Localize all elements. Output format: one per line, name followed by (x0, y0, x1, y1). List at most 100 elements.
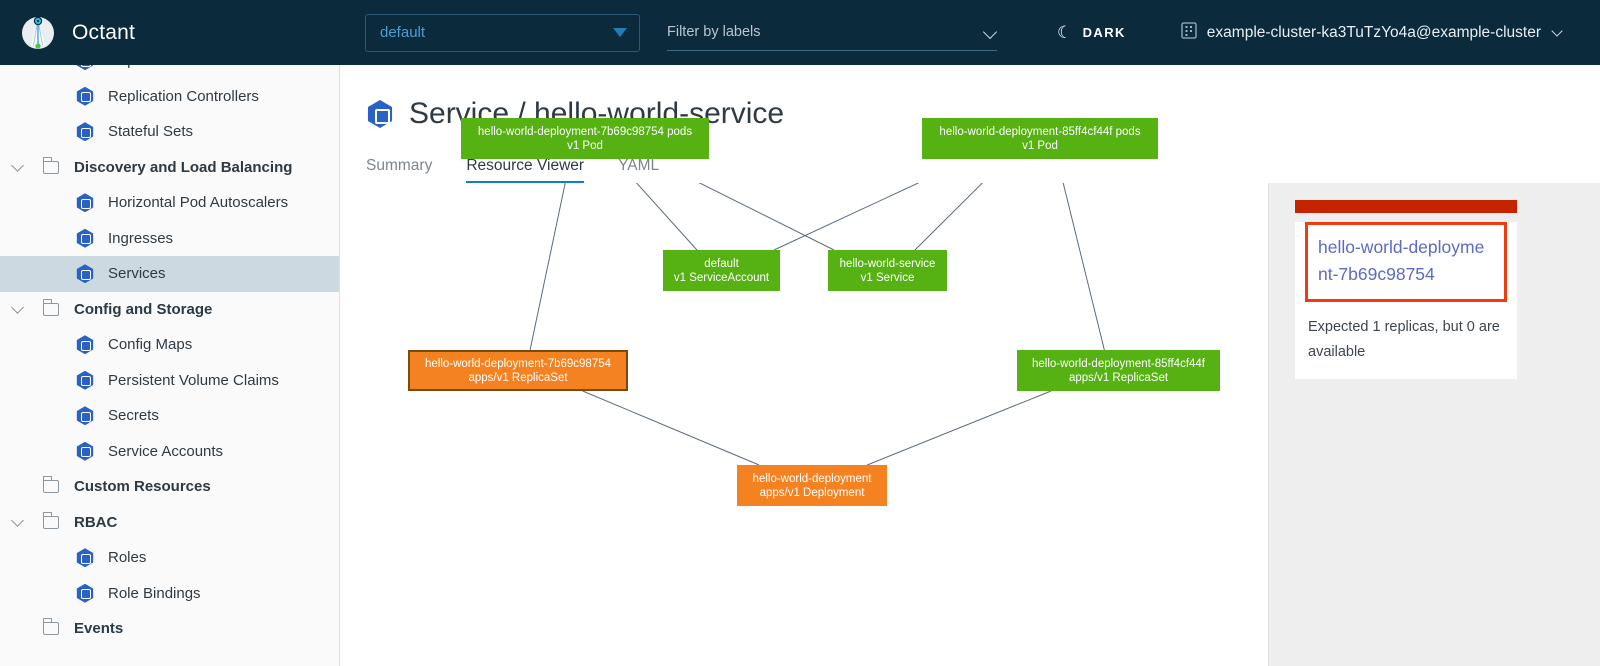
sidebar-item-label: Custom Resources (74, 478, 211, 496)
sidebar-item-label: Secrets (108, 407, 159, 425)
main-content: Service / hello-world-service Summary Re… (341, 65, 1600, 666)
graph-edge (635, 183, 698, 251)
graph-node-name: hello-world-deployment-85ff4cf44f (1031, 357, 1206, 370)
namespace-select[interactable]: default (365, 13, 640, 52)
graph-edge (773, 183, 920, 251)
graph-node-kind: v1 Service (860, 271, 915, 284)
tab-resource-viewer[interactable]: Resource Viewer (466, 157, 584, 184)
k8s-service-icon (68, 264, 102, 284)
graph-node-name: hello-world-deployment-85ff4cf44f pods (939, 125, 1141, 138)
detail-panel: hello-world-deployment-7b69c98754 Expect… (1268, 183, 1600, 666)
sidebar-item-label: Events (74, 620, 124, 638)
k8s-serviceaccount-icon (68, 441, 102, 461)
graph-edge (698, 183, 835, 251)
graph-node-name: hello-world-deployment (752, 472, 872, 485)
chevron-down-icon[interactable] (0, 163, 34, 172)
chevron-down-icon[interactable] (0, 518, 34, 527)
theme-toggle-label: DARK (1082, 25, 1126, 40)
panel-divider (1268, 183, 1269, 666)
sidebar-item-config-maps[interactable]: Config Maps (0, 327, 339, 363)
octant-logo-icon (18, 13, 58, 53)
cluster-selector[interactable]: example-cluster-ka3TuTzYo4a@example-clus… (1181, 21, 1564, 44)
folder-icon (34, 511, 68, 529)
brand[interactable]: Octant (0, 13, 340, 53)
namespace-value: default (380, 24, 426, 41)
theme-toggle[interactable]: ☾ DARK (1057, 24, 1126, 41)
graph-node-kind: apps/v1 ReplicaSet (1068, 371, 1169, 384)
chevron-down-icon (1553, 27, 1564, 38)
status-card-message: Expected 1 replicas, but 0 are available (1308, 319, 1500, 360)
sidebar-item-label: Services (108, 265, 166, 283)
folder-icon (34, 618, 68, 636)
k8s-replicaset-icon (68, 65, 102, 71)
sidebar-item-persistent-volume-claims[interactable]: Persistent Volume Claims (0, 363, 339, 399)
tab-summary[interactable]: Summary (366, 157, 433, 174)
sidebar-item-label: Config Maps (108, 336, 193, 354)
k8s-service-icon (367, 100, 393, 128)
sidebar-item-stateful-sets[interactable]: Stateful Sets (0, 114, 339, 150)
graph-edge (529, 183, 566, 351)
sidebar-item-discovery-and-load-balancing[interactable]: Discovery and Load Balancing (0, 150, 339, 186)
label-filter-input[interactable]: Filter by labels (667, 15, 997, 51)
sidebar-item-config-and-storage[interactable]: Config and Storage (0, 292, 339, 328)
sidebar-item-events[interactable]: Events (0, 611, 339, 647)
k8s-statefulset-icon (68, 122, 102, 142)
cluster-icon (1181, 21, 1197, 44)
brand-name: Octant (72, 20, 136, 44)
sidebar-item-label: Persistent Volume Claims (108, 371, 279, 389)
tab-yaml[interactable]: YAML (618, 157, 660, 174)
folder-icon (34, 476, 68, 494)
sidebar-item-label: Discovery and Load Balancing (74, 158, 293, 176)
sidebar-item-service-accounts[interactable]: Service Accounts (0, 434, 339, 470)
folder-icon (34, 298, 68, 316)
status-card-title-link[interactable]: hello-world-deployment-7b69c98754 (1318, 237, 1485, 284)
app-header: Octant default Filter by labels ☾ DARK e… (0, 0, 1600, 65)
k8s-ingress-icon (68, 228, 102, 248)
graph-node-kind: apps/v1 Deployment (759, 486, 865, 499)
k8s-role-icon (68, 548, 102, 568)
sidebar-item-label: Config and Storage (74, 300, 213, 318)
sidebar-item-secrets[interactable]: Secrets (0, 398, 339, 434)
sidebar-item-label: Role Bindings (108, 584, 201, 602)
k8s-configmap-icon (68, 335, 102, 355)
status-card-topbar (1295, 200, 1517, 213)
chevron-down-icon (985, 26, 997, 38)
sidebar-item-replica-sets[interactable]: Replica Sets (0, 65, 339, 79)
sidebar[interactable]: Replica SetsReplication ControllersState… (0, 65, 340, 666)
chevron-down-icon[interactable] (0, 305, 34, 314)
graph-edge (866, 390, 1052, 466)
caret-down-icon (613, 28, 627, 37)
graph-edge (582, 390, 760, 466)
graph-node-kind: v1 Pod (567, 139, 603, 152)
sidebar-item-role-bindings[interactable]: Role Bindings (0, 576, 339, 612)
sidebar-item-ingresses[interactable]: Ingresses (0, 221, 339, 257)
sidebar-item-replication-controllers[interactable]: Replication Controllers (0, 79, 339, 115)
graph-node-kind: v1 Pod (1022, 139, 1058, 152)
sidebar-item-label: Replication Controllers (108, 87, 259, 105)
sidebar-item-services[interactable]: Services (0, 256, 339, 292)
label-filter-placeholder: Filter by labels (667, 24, 761, 40)
k8s-replicationcontroller-icon (68, 86, 102, 106)
status-card: hello-world-deployment-7b69c98754 Expect… (1295, 200, 1517, 379)
folder-icon (34, 156, 68, 174)
k8s-rolebinding-icon (68, 583, 102, 603)
sidebar-item-horizontal-pod-autoscalers[interactable]: Horizontal Pod Autoscalers (0, 185, 339, 221)
sidebar-item-rbac[interactable]: RBAC (0, 505, 339, 541)
sidebar-item-custom-resources[interactable]: Custom Resources (0, 469, 339, 505)
sidebar-item-label: Ingresses (108, 229, 174, 247)
sidebar-item-roles[interactable]: Roles (0, 540, 339, 576)
sidebar-item-label: RBAC (74, 513, 118, 531)
graph-node-kind: apps/v1 ReplicaSet (468, 371, 568, 384)
sidebar-item-label: Service Accounts (108, 442, 224, 460)
cluster-label: example-cluster-ka3TuTzYo4a@example-clus… (1206, 23, 1541, 41)
graph-node-name: hello-world-deployment-7b69c98754 pods (477, 125, 693, 138)
status-card-title-box[interactable]: hello-world-deployment-7b69c98754 (1305, 222, 1507, 302)
